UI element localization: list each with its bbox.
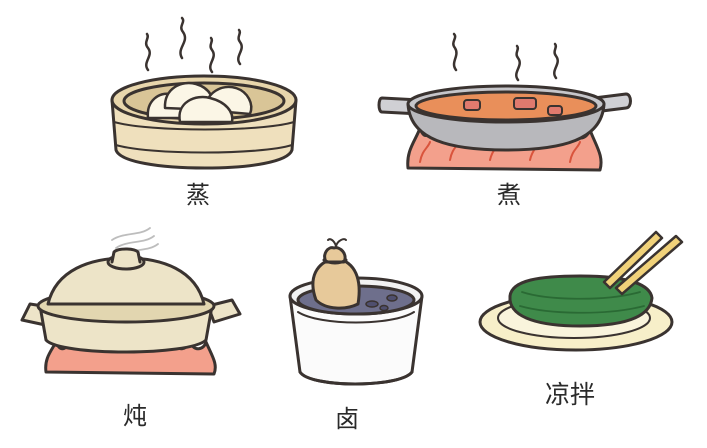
- steam-lines: [144, 16, 243, 74]
- steamer-icon: [110, 16, 298, 170]
- label-stew: 炖: [123, 402, 147, 430]
- spice-pouch-icon: [311, 238, 361, 310]
- label-braise: 卤: [335, 405, 359, 433]
- label-boil: 煮: [497, 181, 521, 209]
- chopsticks-icon: [602, 230, 684, 296]
- braise-pot-icon: [288, 238, 424, 386]
- steam-lines: [452, 32, 559, 82]
- bun-icons: [146, 81, 253, 124]
- wok-icon: [377, 32, 632, 172]
- plate-icon: [478, 230, 684, 352]
- label-cold-mix: 凉拌: [545, 380, 596, 409]
- clay-pot-icon: [20, 227, 242, 376]
- meat-pieces: [463, 97, 563, 116]
- braised-pieces: [365, 294, 398, 312]
- label-steam: 蒸: [186, 181, 210, 209]
